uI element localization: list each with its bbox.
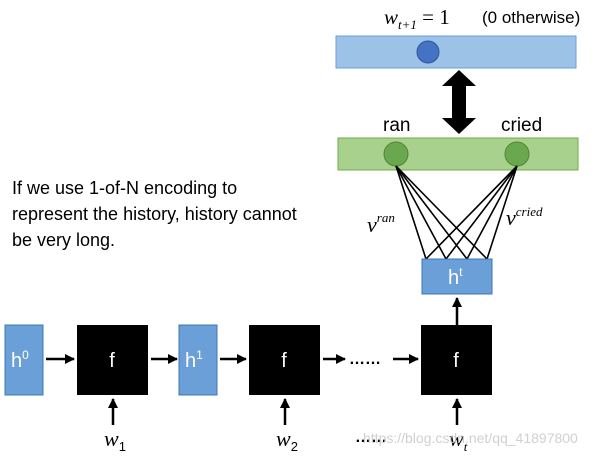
weight-ran-base: v bbox=[367, 212, 377, 237]
function-box-ft bbox=[421, 325, 492, 395]
weight-cried-sup: cried bbox=[516, 204, 543, 219]
wt-sub: t bbox=[464, 439, 468, 454]
function-f2-label: f bbox=[281, 350, 287, 372]
history-encoding-note: If we use 1-of-N encoding to represent t… bbox=[12, 178, 297, 250]
ht-base: h bbox=[448, 267, 459, 289]
target-equation: wt+1 = 1 bbox=[384, 5, 450, 32]
h1-sup: 1 bbox=[196, 348, 203, 362]
output-node-cried bbox=[504, 141, 530, 167]
target-output-bar bbox=[335, 35, 577, 69]
equation-subscript: t+1 bbox=[398, 17, 417, 32]
function-ft-label: f bbox=[453, 350, 459, 372]
hidden-state-h1 bbox=[178, 324, 218, 396]
hidden-state-h0 bbox=[4, 324, 44, 396]
weight-cried-base: v bbox=[506, 205, 516, 230]
hidden-state-ht-label: ht bbox=[448, 265, 463, 289]
weight-ran-sup: ran bbox=[377, 210, 395, 225]
weight-connections bbox=[395, 165, 518, 260]
hidden-state-ht bbox=[421, 258, 493, 295]
output-node-ran bbox=[383, 141, 409, 167]
w1-base: w bbox=[104, 426, 119, 451]
hidden-state-h1-label: h1 bbox=[185, 348, 203, 372]
w2-sub: 2 bbox=[291, 439, 298, 454]
w2-base: w bbox=[276, 426, 291, 451]
watermark: https://blog.csdn.net/qq_41897800 bbox=[363, 430, 578, 446]
weight-label-cried: vcried bbox=[506, 204, 543, 230]
target-node bbox=[416, 40, 440, 64]
input-w1: w1 bbox=[104, 426, 126, 454]
input-w2: w2 bbox=[276, 426, 298, 454]
equation-note: (0 otherwise) bbox=[482, 8, 580, 27]
function-box-f1 bbox=[77, 325, 148, 395]
double-arrow-icon bbox=[442, 70, 476, 134]
function-box-f2 bbox=[249, 325, 320, 395]
label-ran: ran bbox=[383, 115, 410, 136]
w1-sub: 1 bbox=[119, 439, 126, 454]
equation-variable: w bbox=[384, 5, 398, 29]
weight-label-ran: vran bbox=[367, 210, 395, 237]
wt-base: w bbox=[449, 426, 464, 451]
output-vector-bar bbox=[337, 137, 579, 171]
h0-base: h bbox=[11, 350, 22, 372]
chain-ellipsis: …… bbox=[349, 351, 381, 368]
equation-rhs: = 1 bbox=[417, 5, 450, 29]
input-wt: wt bbox=[449, 426, 468, 454]
input-ellipsis: …… bbox=[355, 429, 387, 446]
h1-base: h bbox=[185, 350, 196, 372]
label-cried: cried bbox=[501, 115, 542, 136]
hidden-state-h0-label: h0 bbox=[11, 348, 29, 372]
h0-sup: 0 bbox=[22, 348, 29, 362]
function-f1-label: f bbox=[109, 350, 115, 372]
ht-sup: t bbox=[459, 265, 463, 279]
